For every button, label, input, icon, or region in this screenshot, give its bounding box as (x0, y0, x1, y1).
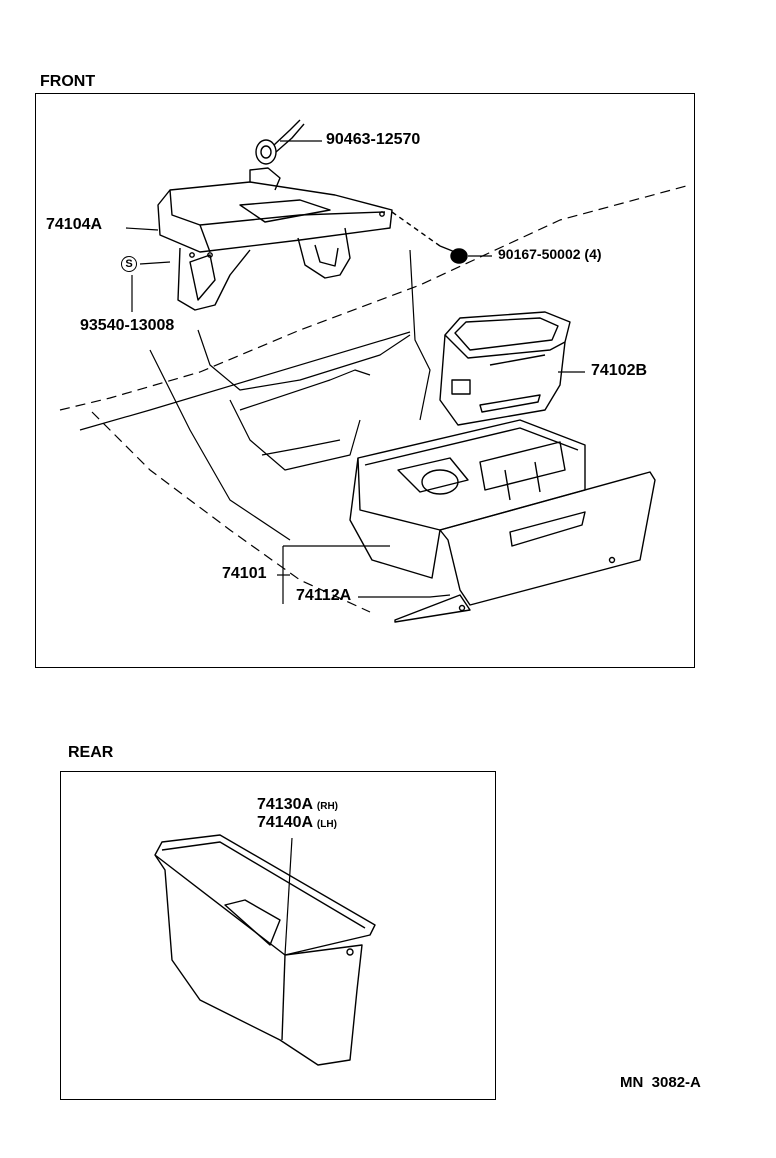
front-section-title: FRONT (40, 73, 96, 90)
part-label-74130A: 74130A (RH) (257, 797, 338, 813)
lid-74112A (394, 471, 656, 623)
side-rh: (RH) (316, 801, 339, 812)
part-label-74112A: 74112A (296, 587, 352, 604)
rear-panel-frame (60, 771, 496, 1100)
part-number-74130A: 74130A (257, 796, 313, 813)
part-label-74140A: 74140A (LH) (257, 815, 337, 831)
cup-holder-74102B (439, 311, 571, 426)
part-label-90463-12570: 90463-12570 (326, 131, 421, 148)
clip-90463-12570 (255, 119, 305, 165)
diagram-code: MN 3082-A (620, 1074, 701, 1091)
screw-90167-50002 (391, 211, 468, 264)
part-label-90167-50002: 90167-50002 (4) (498, 246, 602, 262)
part-number-74140A: 74140A (257, 814, 313, 831)
body-outline (59, 184, 691, 613)
side-lh: (LH) (316, 819, 337, 830)
leader-lines (125, 140, 585, 956)
part-label-74102B: 74102B (591, 362, 648, 379)
s-marker-circle: S (121, 256, 137, 272)
bracket-74104A (157, 167, 393, 311)
rear-section-title: REAR (68, 744, 114, 761)
part-label-74101: 74101 (222, 565, 267, 582)
s-marker-letter: S (125, 257, 133, 270)
part-label-93540-13008: 93540-13008 (80, 317, 175, 334)
front-panel-frame (35, 93, 695, 668)
rear-box-74130A (154, 834, 376, 1066)
part-label-74104A: 74104A (46, 216, 103, 233)
